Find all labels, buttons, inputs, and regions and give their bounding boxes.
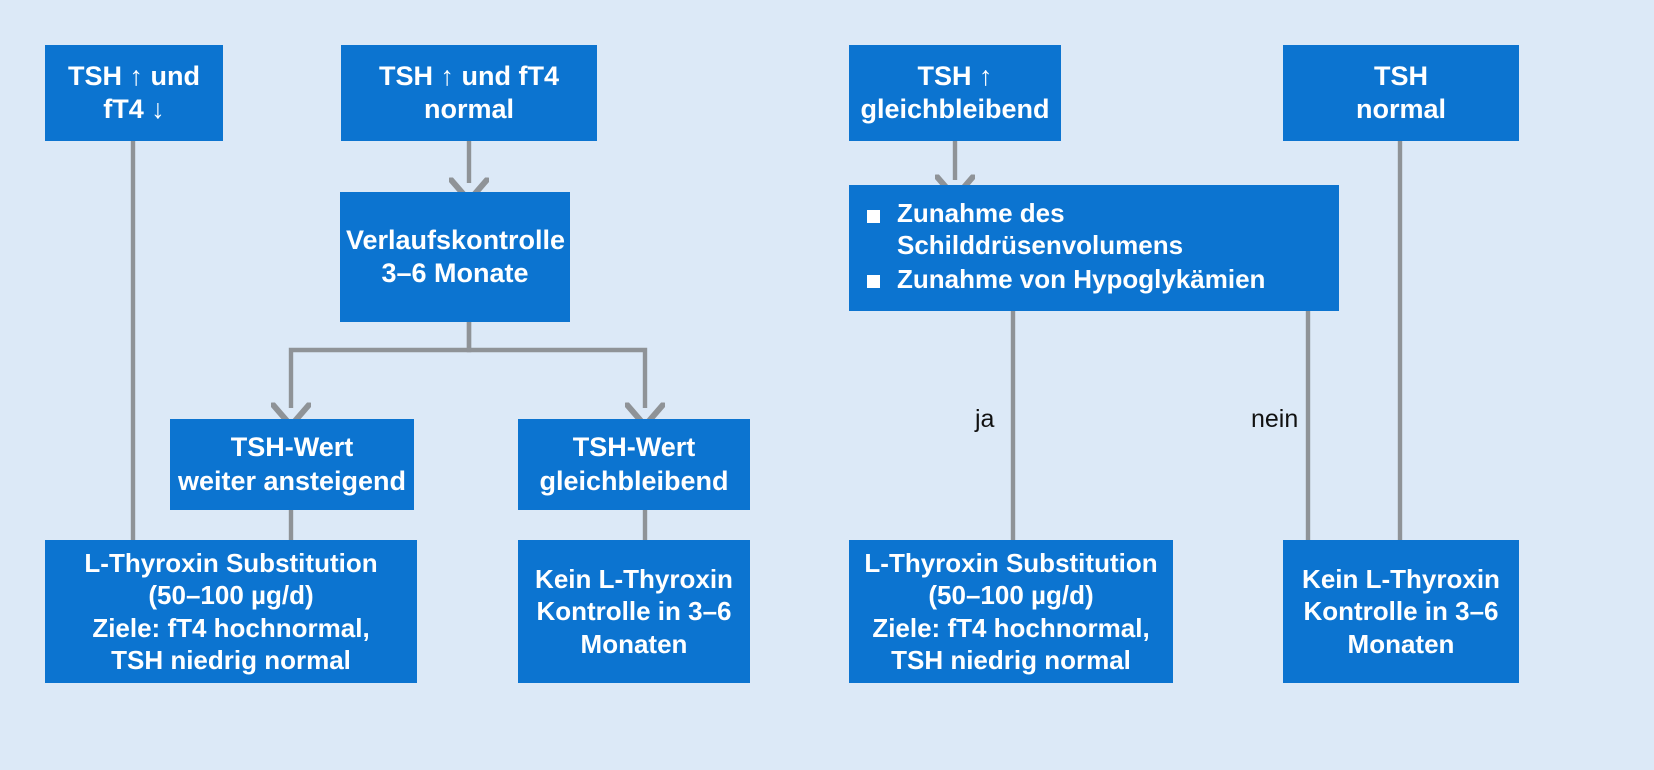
node-keine-therapie-links[interactable]: Kein L-Thyroxin Kontrolle in 3–6 Monaten <box>518 540 750 683</box>
edge-label-nein: nein <box>1251 405 1299 433</box>
node-therapie-rechts[interactable]: L-Thyroxin Substitution (50–100 µg/d) Zi… <box>849 540 1173 683</box>
node-tsh-up-ft4-down[interactable]: TSH ↑ und fT4 ↓ <box>45 45 223 141</box>
node-tsh-up-gleichbleibend[interactable]: TSH ↑ gleichbleibend <box>849 45 1061 141</box>
node-tsh-wert-weiter-ansteigend[interactable]: TSH-Wert weiter ansteigend <box>170 419 414 510</box>
link-verlauf-to-gleichbleibend <box>466 322 645 408</box>
bullet-square-icon <box>867 209 880 223</box>
kriterien-list: Zunahme des Schilddrüsenvolumens Zunahme… <box>867 198 1325 297</box>
node-tsh-wert-gleichbleibend[interactable]: TSH-Wert gleichbleibend <box>518 419 750 510</box>
list-item: Zunahme des Schilddrüsenvolumens <box>867 198 1325 261</box>
node-tsh-normal[interactable]: TSH normal <box>1283 45 1519 141</box>
node-therapie-links[interactable]: L-Thyroxin Substitution (50–100 µg/d) Zi… <box>45 540 417 683</box>
list-item: Zunahme von Hypoglykämien <box>867 264 1325 296</box>
link-verlauf-to-ansteigend <box>291 322 472 408</box>
node-kriterien-liste[interactable]: Zunahme des Schilddrüsenvolumens Zunahme… <box>849 185 1339 311</box>
edge-label-ja: ja <box>975 405 995 433</box>
bullet-square-icon <box>867 275 880 289</box>
node-verlaufskontrolle[interactable]: Verlaufskontrolle 3–6 Monate <box>340 192 570 322</box>
node-keine-therapie-rechts[interactable]: Kein L-Thyroxin Kontrolle in 3–6 Monaten <box>1283 540 1519 683</box>
node-tsh-up-ft4-normal[interactable]: TSH ↑ und fT4 normal <box>341 45 597 141</box>
